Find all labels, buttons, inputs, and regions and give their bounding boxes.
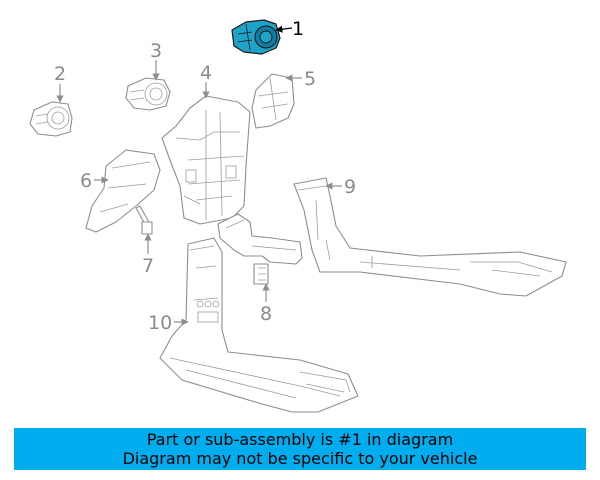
part-3-actuator [125, 77, 171, 111]
info-banner: Part or sub-assembly is #1 in diagram Di… [14, 428, 586, 470]
callout-8: 8 [260, 303, 272, 325]
callout-7: 7 [142, 255, 154, 277]
banner-line-2: Diagram may not be specific to your vehi… [122, 449, 478, 468]
part-5-outlet-duct [251, 73, 295, 129]
callout-6: 6 [80, 170, 92, 192]
part-8-connector-duct [217, 213, 303, 285]
callout-5: 5 [304, 68, 316, 90]
callout-10: 10 [148, 312, 172, 334]
parts-diagram: 1 2 3 4 5 6 7 8 9 10 [29, 18, 567, 413]
callout-9: 9 [344, 176, 356, 198]
callout-3: 3 [150, 40, 162, 62]
callouts: 1 2 3 4 5 6 7 8 9 10 [54, 18, 356, 334]
part-2-actuator [29, 101, 73, 137]
part-10-floor-duct [159, 237, 359, 413]
part-6-side-duct [85, 149, 161, 233]
part-9-floor-duct [293, 177, 567, 297]
part-7-sensor [135, 205, 153, 235]
banner-line-1: Part or sub-assembly is #1 in diagram [146, 430, 454, 449]
callout-1: 1 [292, 18, 304, 40]
callout-2: 2 [54, 63, 66, 85]
callout-4: 4 [200, 62, 212, 84]
part-4-distribution-housing [161, 95, 251, 225]
part-1-actuator-highlighted [231, 19, 281, 55]
leader-lines [56, 25, 342, 326]
